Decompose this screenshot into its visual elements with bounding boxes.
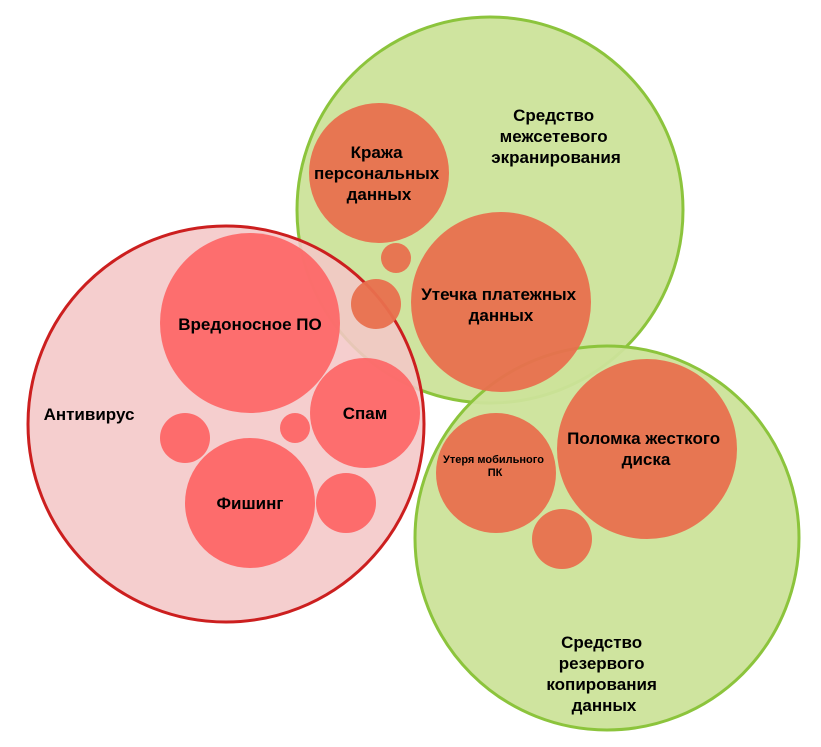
firewall-group-label: Средство межсетевого экранирования bbox=[491, 106, 621, 167]
mobile-loss-bubble bbox=[436, 413, 556, 533]
small-bubble-firewall-2 bbox=[351, 279, 401, 329]
small-bubble-antivirus-2 bbox=[280, 413, 310, 443]
small-bubble-antivirus-3 bbox=[316, 473, 376, 533]
disk-failure-label: Поломка жесткого диска bbox=[567, 429, 725, 469]
payment-leak-bubble bbox=[411, 212, 591, 392]
spam-bubble bbox=[310, 358, 420, 468]
disk-failure-bubble bbox=[557, 359, 737, 539]
antivirus-group-label: Антивирус bbox=[44, 405, 135, 424]
backup-group-label: Средство резервого копирования данных bbox=[546, 633, 661, 715]
malware-label: Вредоносное ПО bbox=[178, 315, 321, 334]
phishing-bubble bbox=[185, 438, 315, 568]
payment-leak-label: Утечка платежных данных bbox=[421, 285, 581, 325]
phishing-label: Фишинг bbox=[217, 494, 284, 513]
data-theft-label: Кража персональных данных bbox=[314, 143, 444, 204]
data-theft-bubble bbox=[309, 103, 449, 243]
small-bubble-antivirus-1 bbox=[160, 413, 210, 463]
small-bubble-firewall-1 bbox=[381, 243, 411, 273]
malware-bubble bbox=[160, 233, 340, 413]
small-bubble-backup-1 bbox=[532, 509, 592, 569]
spam-label: Спам bbox=[343, 404, 388, 423]
mobile-loss-label: Утеря мобильного ПК bbox=[443, 454, 547, 479]
